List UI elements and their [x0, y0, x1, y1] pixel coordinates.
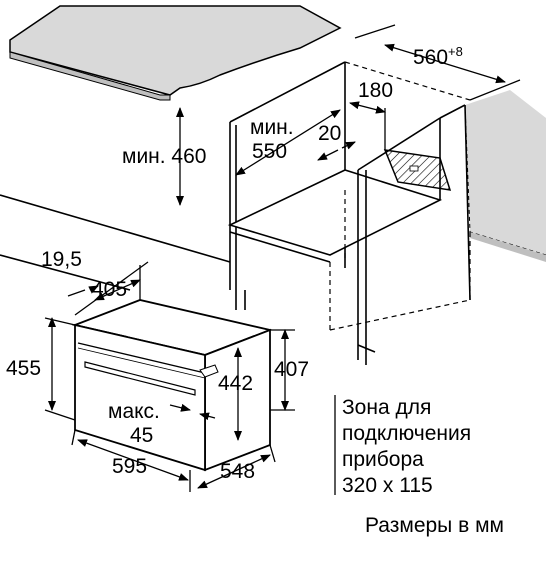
dim-548: 548: [220, 460, 255, 483]
dim-560-tolerance: +8: [448, 44, 463, 59]
dim-560-value: 560: [413, 46, 448, 69]
dim-180: 180: [358, 79, 393, 102]
dim-min-550-line1: мин.: [250, 116, 294, 139]
units-note: Размеры в мм: [365, 514, 504, 537]
dimension-lines: [44, 24, 521, 495]
dim-max-45-line2: 45: [130, 424, 153, 447]
dim-405: 405: [92, 278, 127, 301]
dim-595: 595: [112, 455, 147, 478]
connection-zone-box: [383, 149, 452, 191]
dim-19-5: 19,5: [41, 248, 82, 271]
dim-407: 407: [274, 358, 309, 381]
dim-455: 455: [6, 357, 41, 380]
dim-442: 442: [218, 372, 253, 395]
right-side-panel: [464, 90, 546, 262]
dim-min-460: мин. 460: [122, 145, 206, 168]
dim-20: 20: [318, 122, 341, 145]
countertop: [9, 5, 342, 101]
connection-zone-line3: прибора: [342, 448, 424, 471]
connection-zone-line4: 320 x 115: [342, 474, 433, 497]
connection-zone-line2: подключения: [342, 422, 471, 445]
cabinet-outline: [0, 61, 471, 365]
dim-560: 560+8: [413, 44, 463, 69]
connection-zone-line1: Зона для: [342, 396, 431, 419]
dim-max-45-line1: макс.: [108, 400, 160, 423]
dim-min-550-line2: 550: [252, 140, 287, 163]
